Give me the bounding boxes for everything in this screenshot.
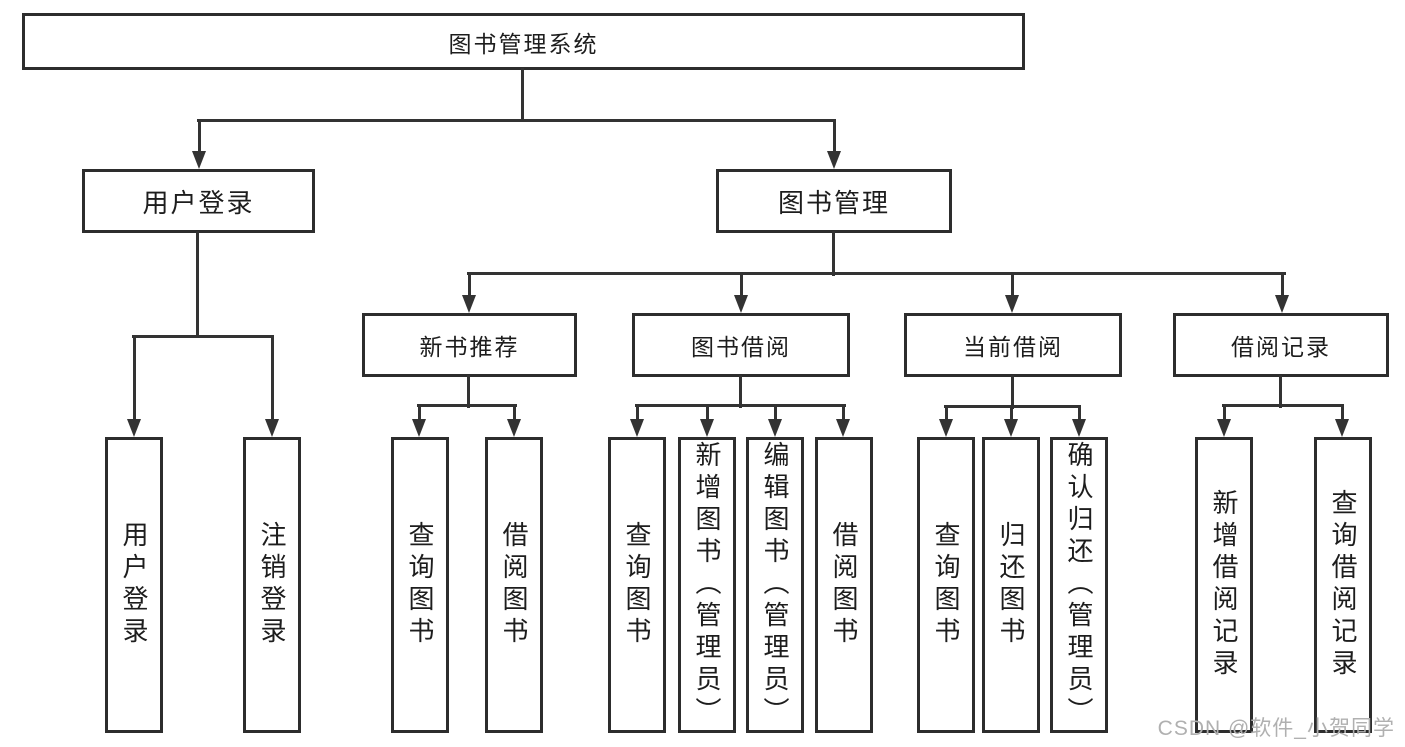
leaf-label: 查询图书 — [931, 521, 961, 649]
node-label: 图书管理系统 — [448, 30, 599, 57]
node-borrowing-records: 借阅记录 — [1173, 313, 1389, 377]
connector-book-borrowing-stem — [739, 375, 742, 408]
connector-arrow-down — [1275, 272, 1289, 313]
connector-current-borrowing-stem — [1011, 375, 1014, 409]
connector-arrow-down — [700, 404, 714, 437]
leaf-borrow-books-recommend: 借阅图书 — [485, 437, 543, 733]
leaf-query-books-recommend: 查询图书 — [391, 437, 449, 733]
leaf-label: 借阅图书 — [499, 521, 529, 649]
connector-arrow-down — [1335, 404, 1349, 437]
leaf-query-books-current: 查询图书 — [917, 437, 975, 733]
node-label: 新书推荐 — [419, 334, 520, 360]
node-label: 用户登录 — [142, 187, 255, 218]
leaf-label: 查询图书 — [405, 521, 435, 649]
node-book-management: 图书管理 — [716, 169, 952, 233]
connector-user-login-hbar — [132, 335, 274, 338]
connector-arrow-down — [192, 119, 206, 169]
connector-arrow-down — [734, 272, 748, 313]
connector-user-login-stem — [196, 231, 199, 338]
node-user-login: 用户登录 — [82, 169, 315, 233]
leaf-label: 用户登录 — [119, 521, 149, 649]
leaf-label: 查询图书 — [622, 521, 652, 649]
connector-arrow-down — [265, 335, 279, 437]
leaf-borrow-books-borrowing: 借阅图书 — [815, 437, 873, 733]
connector-arrow-down — [127, 335, 141, 437]
leaf-label: 注销登录 — [257, 521, 287, 649]
connector-borrowing-records-hbar — [1222, 404, 1344, 407]
leaf-label: 查询借阅记录 — [1328, 489, 1358, 681]
watermark: CSDN @软件_小贺同学 — [1157, 717, 1395, 740]
connector-arrow-down — [1004, 405, 1018, 437]
connector-arrow-down — [412, 404, 426, 437]
node-new-book-recommend: 新书推荐 — [362, 313, 577, 377]
node-label: 借阅记录 — [1231, 334, 1331, 360]
leaf-label: 编辑图书（管理员） — [760, 441, 790, 729]
leaf-user-login: 用户登录 — [105, 437, 163, 733]
leaf-label: 新增图书（管理员） — [692, 441, 722, 729]
connector-arrow-down — [462, 272, 476, 313]
leaf-edit-book-admin: 编辑图书（管理员） — [746, 437, 804, 733]
node-label: 图书管理 — [777, 187, 890, 218]
connector-book-management-hbar — [467, 272, 1286, 275]
connector-arrow-down — [1072, 405, 1086, 437]
node-current-borrowing: 当前借阅 — [904, 313, 1122, 377]
leaf-query-borrow-record: 查询借阅记录 — [1314, 437, 1372, 733]
leaf-label: 新增借阅记录 — [1209, 489, 1239, 681]
connector-book-management-stem — [832, 231, 835, 276]
connector-new-book-stem — [467, 375, 470, 408]
leaf-logout: 注销登录 — [243, 437, 301, 733]
node-label: 当前借阅 — [963, 334, 1063, 360]
node-book-borrowing: 图书借阅 — [632, 313, 850, 377]
leaf-label: 借阅图书 — [829, 521, 859, 649]
connector-arrow-down — [768, 404, 782, 437]
leaf-add-borrow-record: 新增借阅记录 — [1195, 437, 1253, 733]
leaf-add-book-admin: 新增图书（管理员） — [678, 437, 736, 733]
connector-book-borrowing-hbar — [635, 404, 846, 407]
connector-borrowing-records-stem — [1279, 375, 1282, 408]
connector-arrow-down — [1005, 272, 1019, 313]
leaf-label: 确认归还（管理员） — [1064, 441, 1094, 729]
leaf-return-books: 归还图书 — [982, 437, 1040, 733]
leaf-label: 归还图书 — [996, 521, 1026, 649]
connector-arrow-down — [1217, 404, 1231, 437]
connector-arrow-down — [827, 119, 841, 169]
connector-new-book-hbar — [417, 404, 517, 407]
connector-root-hbar — [197, 119, 836, 122]
connector-arrow-down — [630, 404, 644, 437]
connector-root-stem — [521, 68, 524, 122]
leaf-query-books-borrowing: 查询图书 — [608, 437, 666, 733]
connector-current-borrowing-hbar — [944, 405, 1081, 408]
leaf-confirm-return-admin: 确认归还（管理员） — [1050, 437, 1108, 733]
node-label: 图书借阅 — [691, 334, 791, 360]
node-library-system: 图书管理系统 — [22, 13, 1025, 70]
connector-arrow-down — [939, 405, 953, 437]
connector-arrow-down — [836, 404, 850, 437]
connector-arrow-down — [507, 404, 521, 437]
